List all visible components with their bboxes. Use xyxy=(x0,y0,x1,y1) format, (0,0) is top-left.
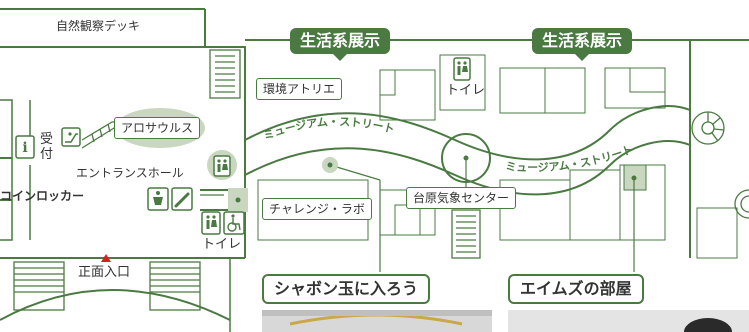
stairs-top-left xyxy=(209,49,241,99)
spiral-stairs-icon-2 xyxy=(734,189,749,219)
main-entrance-label: 正面入口 xyxy=(78,265,131,280)
baby-bottle-icon xyxy=(171,187,193,211)
reception-label: 受付 xyxy=(40,132,54,162)
living-system-tag-1[interactable]: 生活系展示 xyxy=(290,28,391,61)
info-icon: i xyxy=(15,135,35,159)
museum-street-label-1: ミュージアム・ストリート xyxy=(262,115,396,142)
museum-street-text-1: ミュージアム・ストリート xyxy=(262,115,396,142)
toilet-top-label: トイレ xyxy=(446,83,486,98)
weather-center-label[interactable]: 台原気象センター xyxy=(406,187,517,209)
entrance-hall-label: エントランスホール xyxy=(76,166,184,180)
escalator-icon xyxy=(61,127,81,147)
wheelchair-icon xyxy=(223,211,245,235)
bubbles-exhibit-label[interactable]: シャボン玉に入ろう xyxy=(262,274,431,304)
pill-tail xyxy=(575,54,589,61)
living-system-tag-2-text: 生活系展示 xyxy=(542,31,623,50)
pill-tail xyxy=(333,54,347,61)
toilet-icon-top xyxy=(453,57,471,81)
svg-text:i: i xyxy=(22,140,27,156)
coin-locker-label: コインロッカー xyxy=(0,189,85,203)
stairs-bottom-left xyxy=(13,261,65,311)
living-system-tag-2[interactable]: 生活系展示 xyxy=(532,28,633,61)
photo-aims-room xyxy=(508,310,749,332)
toilet-icon-left xyxy=(201,211,221,235)
aims-room-label[interactable]: エイムズの部屋 xyxy=(508,274,644,304)
arosaurus-label[interactable]: アロサウルス xyxy=(114,117,201,139)
toilet-left-label: トイレ xyxy=(202,237,242,252)
toilet-icon-hall xyxy=(213,155,231,177)
stairs-center xyxy=(451,209,481,259)
spiral-stairs-icon xyxy=(691,111,725,145)
entrance-arc xyxy=(0,289,231,321)
kankyo-atelier-label[interactable]: 環境アトリエ xyxy=(256,78,343,100)
entrance-marker-icon xyxy=(101,254,111,262)
leader-lines xyxy=(200,158,635,272)
photo-bubbles xyxy=(262,310,492,332)
baby-changing-icon xyxy=(147,187,169,211)
observation-deck-label: 自然観察デッキ xyxy=(56,19,141,33)
stairs-bottom-right xyxy=(149,261,201,311)
challenge-lab-label[interactable]: チャレンジ・ラボ xyxy=(262,198,372,220)
living-system-tag-1-text: 生活系展示 xyxy=(300,31,381,50)
